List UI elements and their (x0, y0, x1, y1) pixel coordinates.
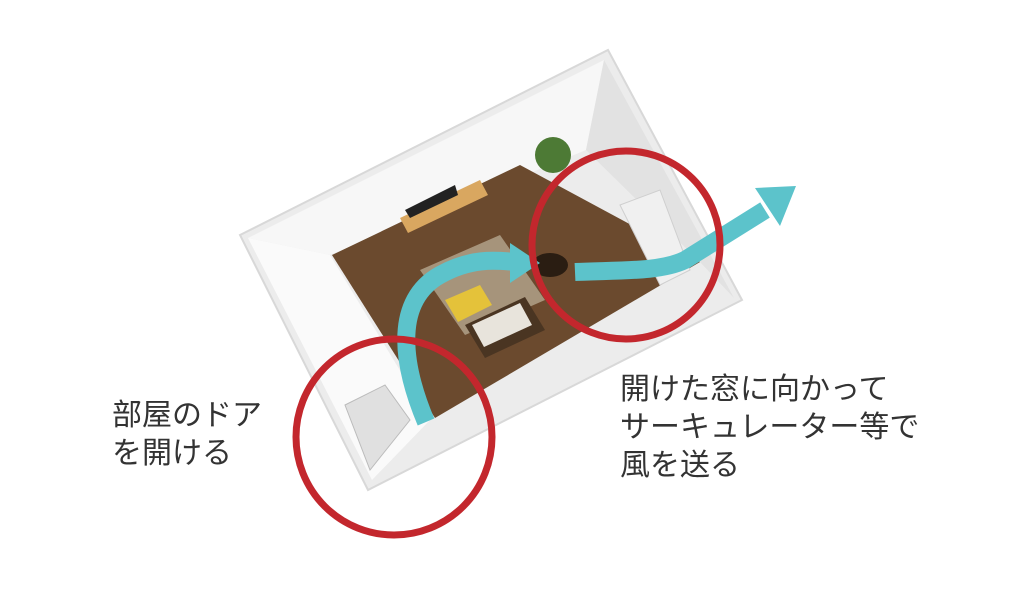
window-caption-line-1: 開けた窓に向かって (620, 372, 889, 407)
door-caption-line-1: 部屋のドア (112, 398, 262, 433)
door-caption: 部屋のドア を開ける (112, 397, 262, 473)
window-highlight-circle (528, 147, 724, 343)
door-highlight-circle (292, 335, 496, 539)
sofa-seat (472, 303, 532, 347)
tv (405, 185, 458, 218)
door (344, 384, 411, 471)
window-caption-line-3: 風を送る (620, 448, 740, 483)
tv-stand (400, 180, 488, 233)
side-table (532, 253, 568, 277)
airflow-arrowhead-1 (510, 243, 540, 283)
airflow-arrow-window (574, 202, 770, 281)
wall-top (248, 60, 604, 255)
airflow-arrow-door (397, 251, 516, 426)
airflow-arrowhead-2 (755, 186, 796, 226)
cushion (445, 285, 492, 322)
plant (535, 137, 571, 173)
wall-right (586, 60, 734, 298)
door-caption-line-2: を開ける (112, 436, 232, 471)
window-caption-line-2: サーキュレーター等で (620, 410, 920, 445)
window-caption: 開けた窓に向かって サーキュレーター等で 風を送る (620, 371, 919, 485)
